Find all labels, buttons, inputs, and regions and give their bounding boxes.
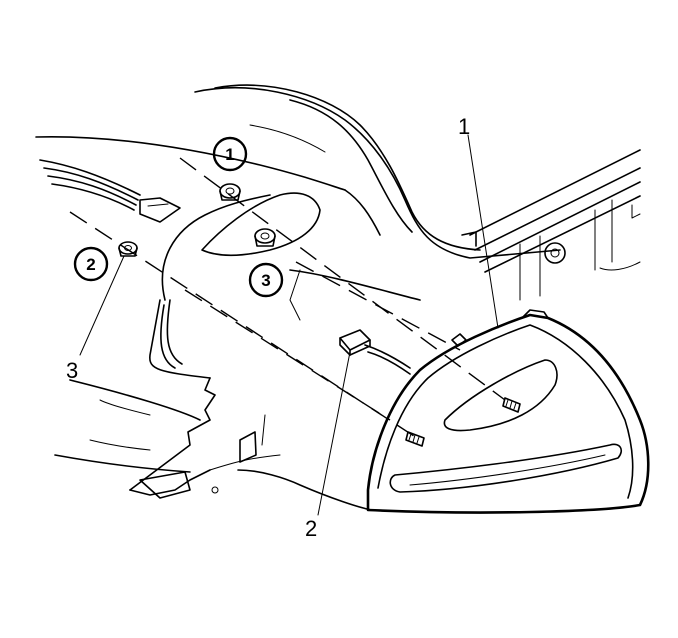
circled-callout-2-label: 2 xyxy=(86,255,95,274)
body-panel-outline xyxy=(35,84,561,259)
trunk-deck-panel xyxy=(461,149,641,301)
leader-lines xyxy=(79,134,499,516)
circled-callout-1-label: 1 xyxy=(225,145,234,164)
wing-nut-middle xyxy=(254,228,276,247)
lamp-stud-upper xyxy=(502,397,521,413)
lamp-pocket-panel xyxy=(129,192,421,491)
callout-nut: 3 xyxy=(66,358,78,383)
alignment-lines xyxy=(69,157,506,441)
wing-nut-upper xyxy=(219,183,241,201)
circled-callout-2: 2 xyxy=(73,246,109,282)
wiring-harness xyxy=(39,159,183,369)
circled-callout-1: 1 xyxy=(212,136,248,172)
circled-callout-3-label: 3 xyxy=(261,271,270,290)
callout-lamp-assembly: 1 xyxy=(458,114,470,139)
harness-connector xyxy=(339,329,411,375)
lamp-stud-lower xyxy=(405,431,425,447)
callout-connector: 2 xyxy=(305,516,317,541)
circled-callout-3: 3 xyxy=(248,262,284,298)
tail-lamp-assembly xyxy=(366,309,650,514)
quarter-panel-lower xyxy=(54,379,373,511)
